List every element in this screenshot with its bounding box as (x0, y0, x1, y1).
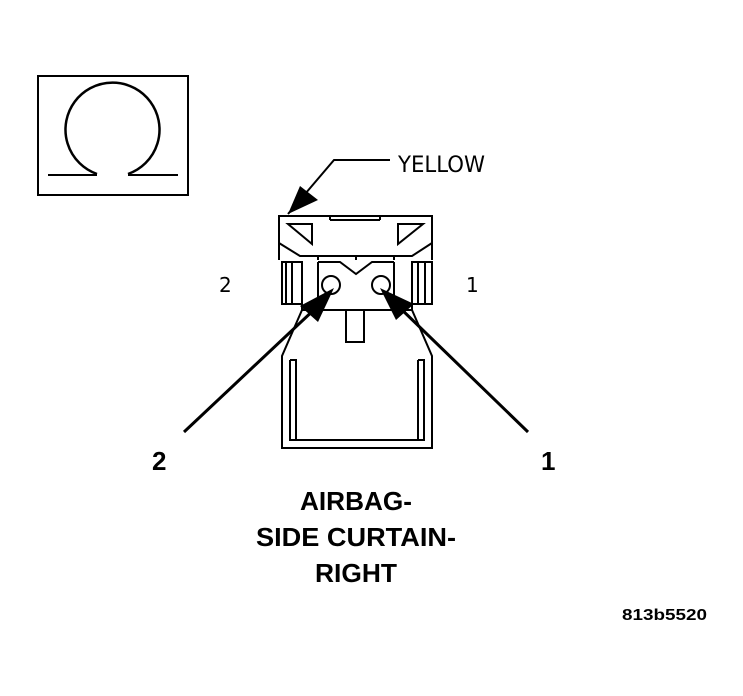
callout-number-2: 2 (152, 446, 166, 476)
figure-id: 813b5520 (622, 607, 707, 624)
callout-arrow-2 (182, 288, 334, 434)
ohm-symbol-icon (37, 75, 189, 196)
cavity-label-2: 2 (219, 273, 232, 297)
connector-body (278, 215, 433, 449)
component-title: AIRBAG- SIDE CURTAIN- RIGHT (256, 486, 456, 588)
wire-color-label: YELLOW (397, 153, 485, 178)
callout-arrow-1 (380, 288, 530, 434)
callout-number-1: 1 (541, 446, 555, 476)
title-line-3: RIGHT (315, 558, 397, 588)
title-line-2: SIDE CURTAIN- (256, 522, 456, 552)
wire-color-leader (287, 159, 390, 215)
title-line-1: AIRBAG- (300, 486, 412, 516)
cavity-label-1: 1 (466, 273, 479, 297)
terminal-cavity-1 (371, 275, 391, 295)
